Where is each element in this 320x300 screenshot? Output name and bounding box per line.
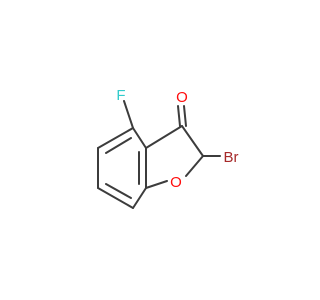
bond-ccarbonyl-cbr	[181, 125, 204, 157]
bond-cbr-oring	[185, 155, 204, 177]
structure-canvas: F O O Br	[97, 87, 239, 209]
atom-label-carbonyl-oxygen: O	[176, 89, 188, 106]
bond-inner-1	[105, 137, 132, 154]
bond-c1-c2	[97, 127, 134, 149]
bond-c3-ccarbonyl	[145, 125, 183, 149]
bond-layer	[97, 100, 221, 209]
bond-c2-f	[123, 100, 134, 129]
atom-label-bromine: Br	[224, 149, 239, 166]
bond-inner-3	[105, 183, 132, 199]
atom-label-fluorine: F	[116, 87, 125, 104]
molecule-drawing: F O O Br	[97, 87, 239, 209]
bond-c2-c3	[132, 127, 147, 149]
bond-c4-c5	[132, 187, 147, 209]
bond-carbonyl-2	[183, 105, 187, 127]
bond-carbonyl-1	[177, 105, 181, 127]
bond-c5-c6	[97, 187, 134, 209]
bond-oring-c4	[145, 180, 168, 189]
atom-label-ring-oxygen: O	[170, 174, 182, 191]
